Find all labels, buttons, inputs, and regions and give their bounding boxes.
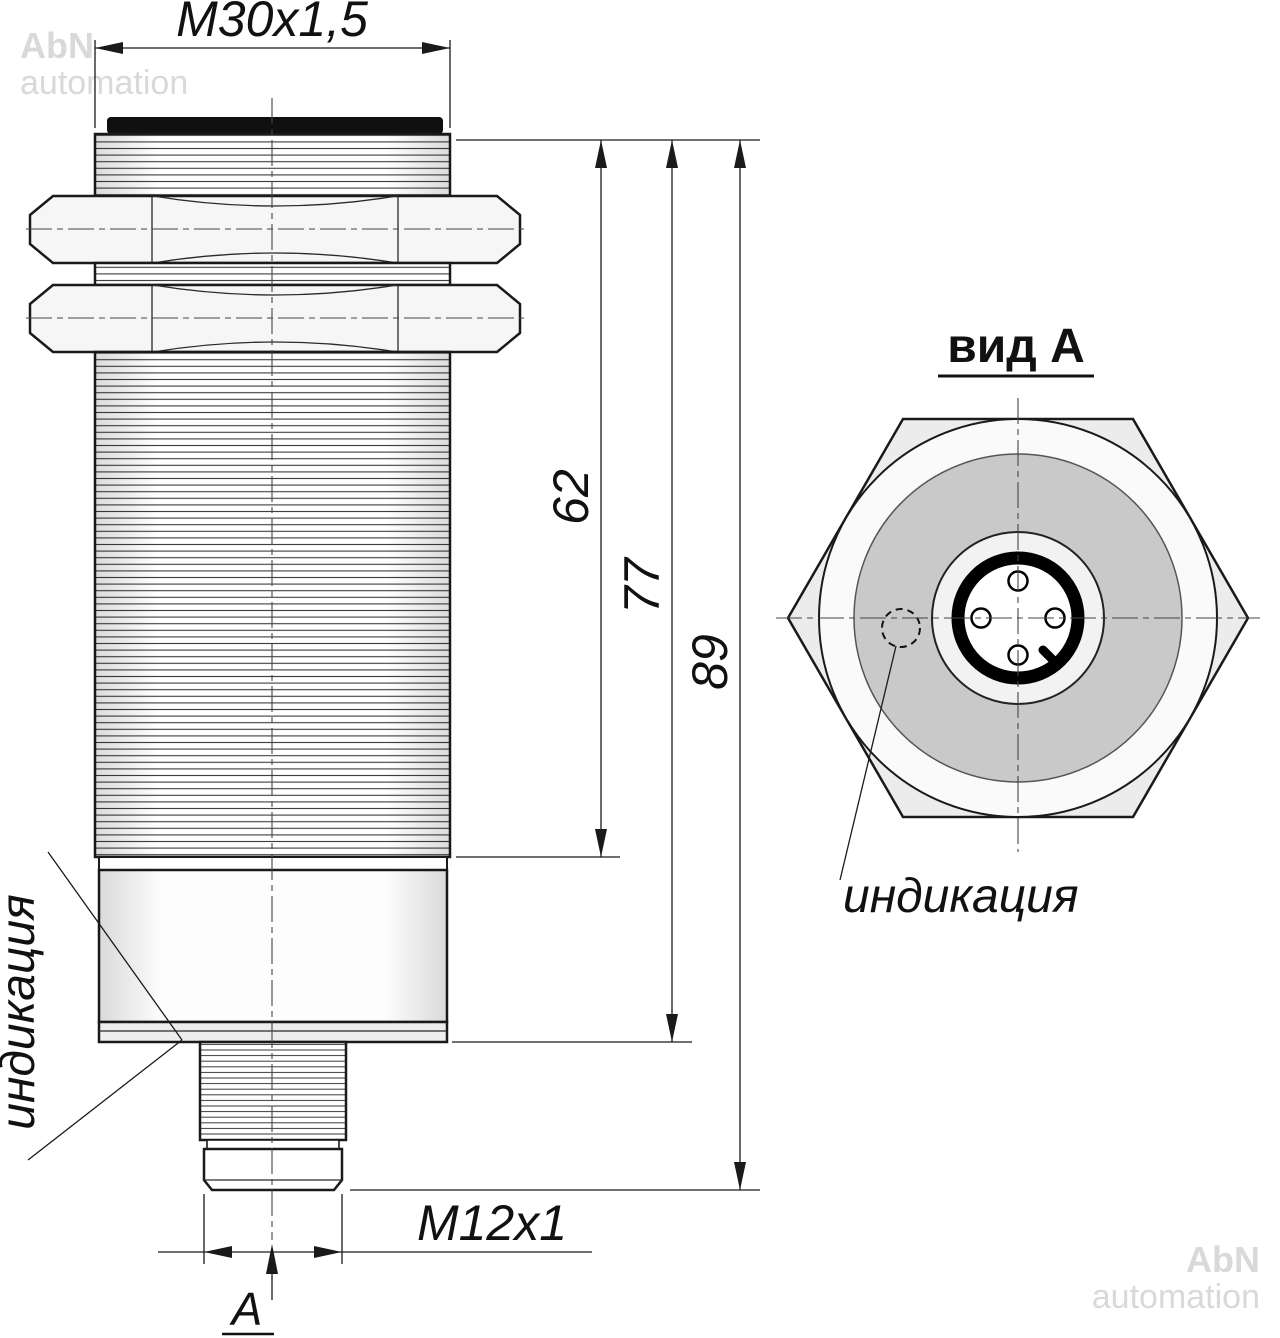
- watermark-text: AbN: [1186, 1239, 1260, 1280]
- watermark-text: automation: [20, 64, 188, 102]
- indication-callout-right: индикация: [839, 645, 1078, 923]
- sensor-end-view: вид А индикация: [776, 320, 1260, 923]
- connector-groove: [206, 1139, 340, 1150]
- thread-runout-band: [98, 856, 448, 871]
- arrowhead-left: [95, 42, 123, 54]
- connector-key-mark: [1038, 645, 1062, 669]
- arrowhead-right: [422, 42, 450, 54]
- indication-label: индикация: [0, 894, 45, 1129]
- arrowhead: [666, 1014, 678, 1042]
- leader-line: [27, 1039, 183, 1161]
- arrowhead: [666, 140, 678, 168]
- led-indicator-circle: [881, 608, 921, 648]
- dimension-m30: M30x1,5: [94, 0, 451, 128]
- dim-label-m12: M12x1: [417, 1195, 567, 1251]
- dim-label-m30: M30x1,5: [176, 0, 368, 47]
- watermark-top-left: AbN automation: [20, 25, 188, 102]
- section-label: А: [229, 1283, 263, 1335]
- hex-nut-1: [26, 194, 524, 265]
- arrowhead: [595, 140, 607, 168]
- dim-label-77: 77: [614, 556, 670, 614]
- indication-callout-left: индикация: [0, 851, 183, 1161]
- arrowhead-left: [204, 1246, 232, 1258]
- arrowhead-right: [314, 1246, 342, 1258]
- dim-label-62: 62: [543, 469, 599, 525]
- watermark-text: automation: [1092, 1278, 1260, 1316]
- smooth-housing-shading: [99, 870, 447, 1022]
- watermark-bottom-right: AbN automation: [1092, 1239, 1260, 1316]
- view-direction-arrowhead: [266, 1244, 278, 1274]
- sensing-face-cap: [107, 117, 443, 134]
- dimension-m12: M12x1: [158, 1194, 592, 1264]
- leader-line: [47, 851, 183, 1041]
- hex-nut-2: [26, 283, 524, 354]
- leader-line: [839, 645, 897, 881]
- connector-tip: [202, 1147, 344, 1192]
- dimension-62-77-89: 62 77 89: [350, 139, 760, 1191]
- section-view-arrow: А: [222, 1244, 278, 1336]
- end-view-title: вид А: [947, 320, 1084, 373]
- sensor-side-view: [26, 98, 524, 1240]
- watermark-text: AbN: [20, 25, 94, 66]
- indication-label: индикация: [843, 870, 1078, 923]
- arrowhead: [734, 140, 746, 168]
- arrowhead: [595, 829, 607, 857]
- arrowhead: [734, 1162, 746, 1190]
- connector-thread-section: [198, 1040, 348, 1142]
- indication-flange: [97, 1020, 449, 1044]
- dim-label-89: 89: [682, 634, 738, 690]
